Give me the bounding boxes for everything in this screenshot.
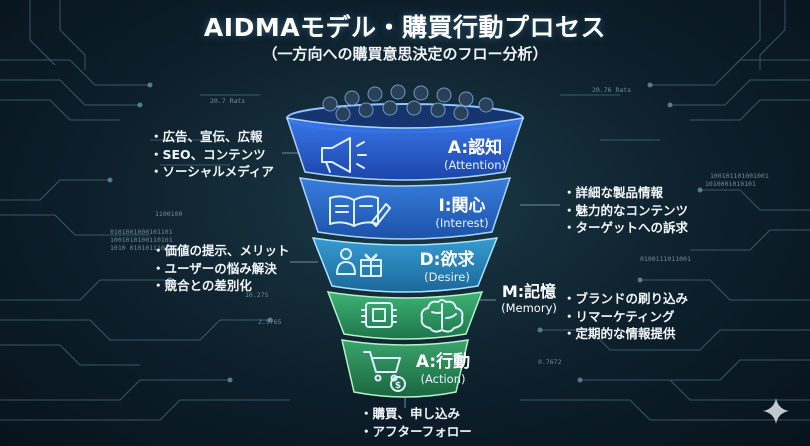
note-item: アフターフォロー [360, 423, 472, 441]
note-item: リマーケティング [563, 308, 688, 326]
cart-icon [363, 351, 406, 392]
stage-memory-label: M:記憶 (Memory) [494, 282, 564, 315]
dollar-icon: $ [395, 381, 401, 391]
note-item: 価値の提示、メリット [152, 242, 290, 260]
note-item: 広告、宣伝、広報 [150, 128, 274, 146]
memory-notes: ブランドの刷り込み リマーケティング 定期的な情報提供 [563, 290, 689, 343]
binary-readout: 0101001000101101 [110, 228, 173, 236]
stage-desire-band [311, 237, 499, 293]
note-item: SEO、コンテンツ [150, 146, 274, 164]
stage-attention-label: A:認知 (Attention) [425, 138, 525, 173]
binary-readout: 0100111011001 [640, 255, 691, 263]
stage-interest-label: I:関心 (Interest) [412, 196, 512, 231]
gift-person-icon [336, 248, 382, 277]
rate-readout-right: 20.76 Rats [592, 86, 632, 94]
people-group-icon [322, 84, 494, 122]
stage-action-title: A:行動 [415, 352, 471, 372]
stage-desire-english: (Desire) [424, 270, 470, 284]
stage-action-english: (Action) [420, 372, 466, 386]
binary-readout: 1010001010101 [705, 180, 756, 188]
megaphone-icon [321, 137, 367, 173]
action-notes: 購買、申し込み アフターフォロー [360, 405, 472, 440]
stage-action-label: A:行動 (Action) [398, 352, 488, 387]
stage-memory-title: M:記憶 [501, 282, 557, 301]
stage-interest-title: I:関心 [438, 196, 486, 216]
note-item: 購買、申し込み [360, 405, 472, 423]
interest-notes: 詳細な製品情報 魅力的なコンテンツ ターゲットへの訴求 [563, 184, 689, 237]
number-readout: 0.7672 [538, 358, 562, 366]
page-title: AIDMAモデル・購買行動プロセス [203, 13, 607, 42]
note-item: ソーシャルメディア [150, 163, 274, 181]
attention-notes: 広告、宣伝、広報 SEO、コンテンツ ソーシャルメディア [150, 128, 274, 181]
page-subtitle: （一方向への購買意思決定のフロー分析） [262, 45, 548, 63]
binary-readout: 100101101001001 [710, 172, 769, 180]
stage-attention-title: A:認知 [447, 138, 503, 158]
rate-readout-left: 20.7 Rats [210, 97, 246, 105]
note-item: 詳細な製品情報 [563, 184, 688, 202]
note-item: 魅力的なコンテンツ [563, 202, 689, 220]
note-item: ユーザーの悩み解決 [152, 260, 290, 278]
note-item: 定期的な情報提供 [563, 325, 688, 343]
stage-memory-band [326, 291, 484, 340]
book-pencil-icon [329, 195, 391, 227]
binary-readout: 1001010100110101 [110, 236, 173, 244]
stage-action-band [341, 339, 469, 398]
binary-readout: 1100100 [155, 210, 183, 218]
desire-notes: 価値の提示、メリット ユーザーの悩み解決 競合との差別化 [152, 242, 290, 295]
note-item: 競合との差別化 [152, 277, 290, 295]
stage-interest-band [298, 177, 512, 240]
stage-attention-english: (Attention) [443, 158, 507, 172]
stage-desire-label: D:欲求 (Desire) [402, 250, 492, 285]
number-readout: 2.5765 [258, 318, 282, 326]
stage-desire-title: D:欲求 [419, 250, 475, 270]
binary-readout: 1010 0101011101 [110, 244, 169, 252]
stage-interest-english: (Interest) [435, 216, 489, 230]
stage-attention-band [285, 117, 525, 181]
number-readout: 10.275 [245, 291, 269, 299]
note-item: ブランドの刷り込み [563, 290, 689, 308]
chip-icon [361, 302, 397, 328]
note-item: ターゲットへの訴求 [563, 219, 689, 237]
stage-memory-english: (Memory) [501, 301, 557, 315]
sparkle-icon [763, 398, 789, 424]
brain-icon [420, 299, 464, 333]
